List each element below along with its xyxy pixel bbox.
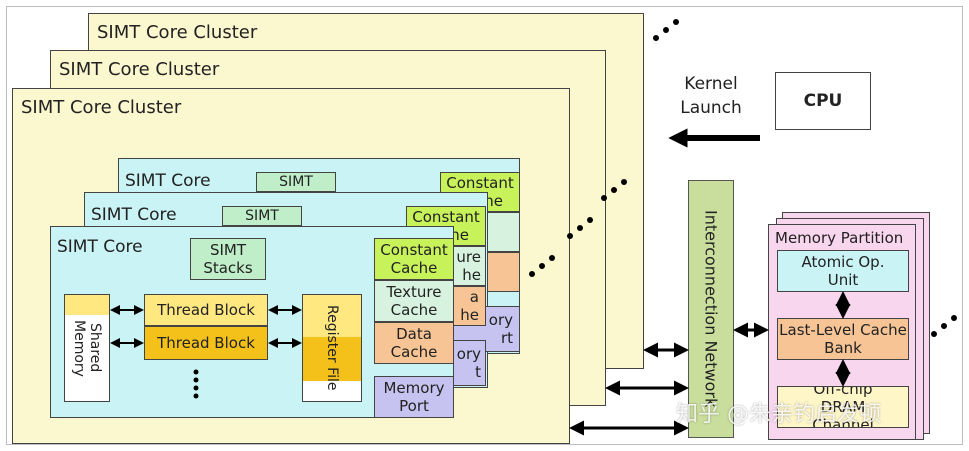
- interconnection-network-bar: Interconnection Network: [688, 180, 734, 438]
- texture-cache-box: Texture Cache: [374, 280, 454, 322]
- port-label-fragment: t: [475, 363, 481, 381]
- register-file-label: Register File: [324, 305, 340, 391]
- memory-partition-ellipsis: [931, 315, 957, 337]
- simt-stacks-box: SIMT Stacks: [190, 238, 266, 280]
- data-label-fragment: a: [469, 288, 479, 306]
- constant-label: Constant: [446, 174, 514, 192]
- constant-cache-box: Constant Cache: [374, 238, 454, 280]
- data-cache-fragment: a he: [454, 286, 486, 326]
- cluster-title: SIMT Core Cluster: [21, 97, 182, 118]
- cache-label-fragment: he: [450, 226, 469, 244]
- core-title: SIMT Core: [125, 171, 211, 191]
- cache-label-fragment: he: [462, 266, 481, 284]
- core-title: SIMT Core: [91, 205, 177, 225]
- register-file-box: Register File: [302, 294, 362, 402]
- cluster-title: SIMT Core Cluster: [59, 59, 220, 80]
- memory-label-fragment: ory: [488, 311, 513, 329]
- constant-label: Constant: [412, 208, 480, 226]
- memory-port-fragment: ory t: [454, 340, 486, 386]
- memory-port-box: Memory Port: [374, 376, 454, 418]
- texture-cache-fragment: ure he: [454, 246, 486, 286]
- simt-stacks-box-middle: SIMT: [222, 206, 302, 226]
- memory-partition-title: Memory Partition: [775, 229, 904, 247]
- watermark-text: 知乎 @朱亲钓启发顿: [676, 402, 881, 427]
- cache-label-fragment: he: [460, 306, 479, 324]
- core-ellipsis-cluster-front: [529, 255, 555, 277]
- core-ellipsis-cluster-back: [601, 179, 627, 201]
- thread-block-ellipsis: [193, 369, 199, 399]
- data-cache-box: Data Cache: [374, 322, 454, 364]
- atomic-op-unit-box: Atomic Op. Unit: [777, 250, 909, 292]
- thread-block-2: Thread Block: [144, 326, 268, 360]
- memory-label-fragment: ory: [456, 345, 481, 363]
- port-label-fragment: rt: [500, 329, 513, 347]
- core-ellipsis-cluster-middle: [567, 217, 593, 239]
- cluster-ellipsis: [653, 19, 679, 41]
- kernel-launch-label: Kernel Launch: [680, 74, 742, 118]
- thread-block-1: Thread Block: [144, 294, 268, 326]
- figure-frame: [6, 6, 963, 445]
- shared-memory-box: Shared Memory: [64, 294, 110, 402]
- cpu-box: CPU: [775, 72, 871, 130]
- shared-memory-label: Shared Memory: [71, 319, 103, 377]
- simt-stacks-box-back: SIMT: [256, 172, 336, 192]
- core-title: SIMT Core: [57, 237, 143, 257]
- cache-label-fragment: he: [484, 192, 503, 210]
- texture-label-fragment: ure: [456, 248, 481, 266]
- cluster-title: SIMT Core Cluster: [97, 22, 258, 43]
- interconnection-network-label: Interconnection Network: [701, 210, 721, 408]
